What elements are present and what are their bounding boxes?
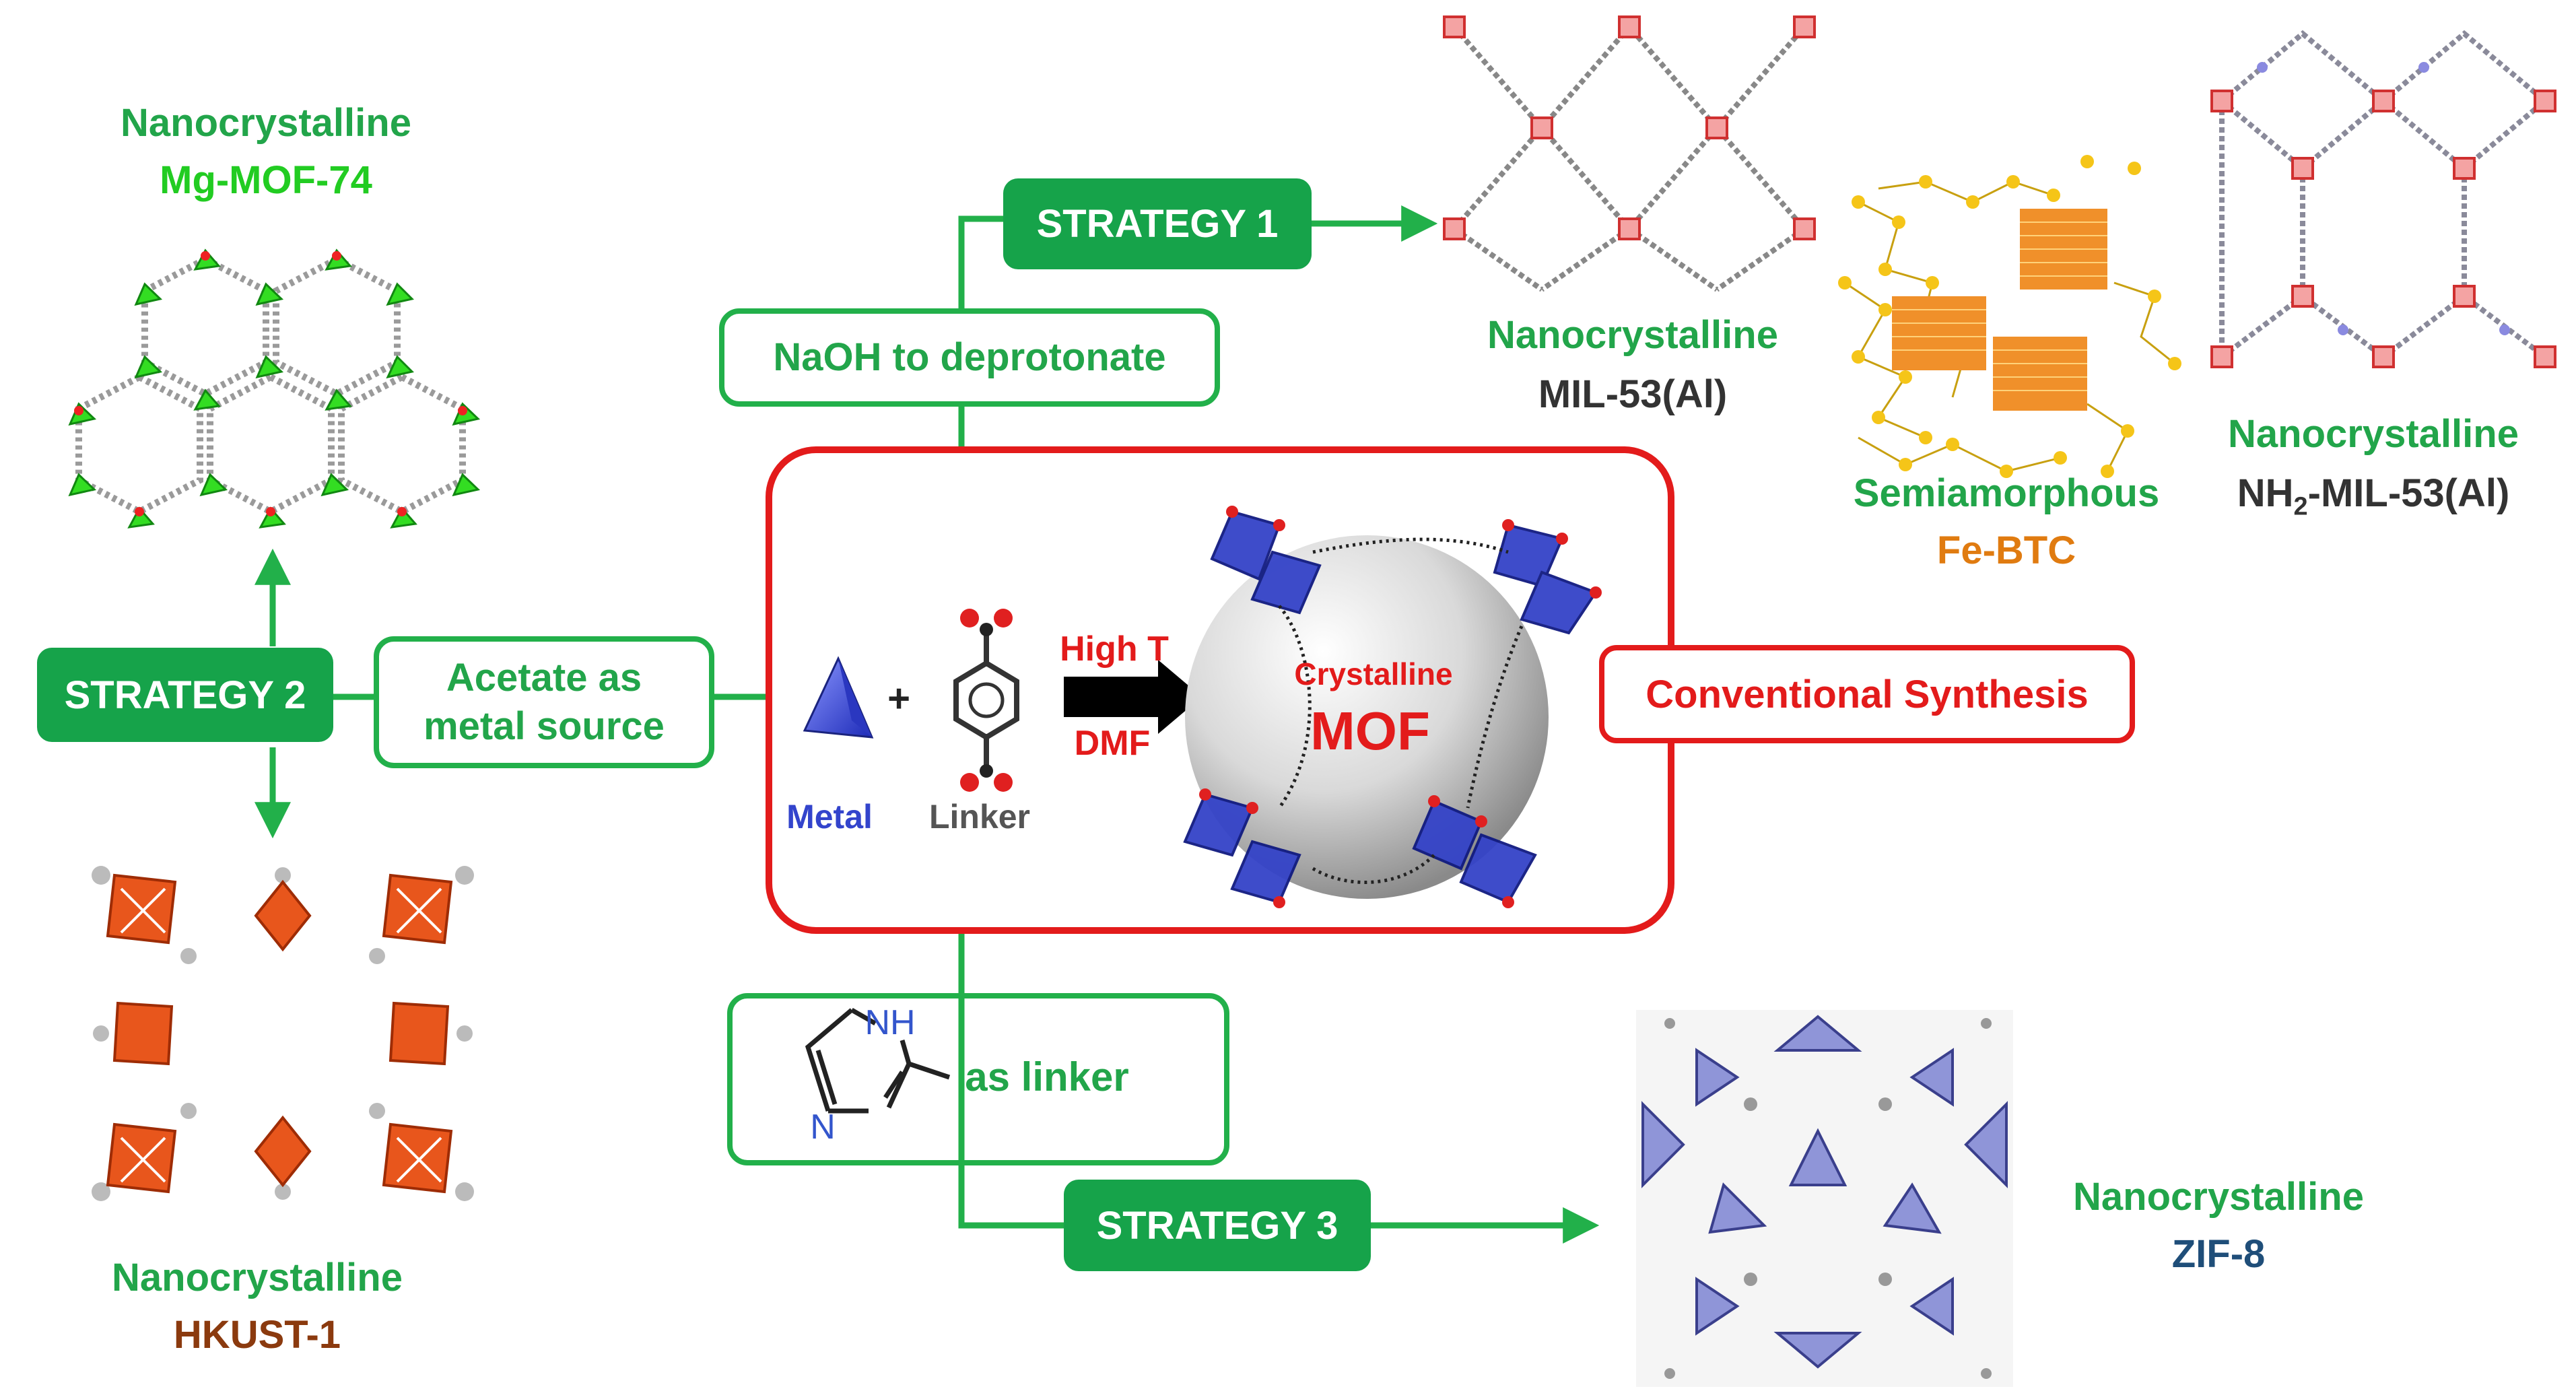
nh2-mil-53-structure — [2210, 30, 2556, 368]
mil-53-structure — [1443, 15, 1816, 292]
conventional-synthesis-text: Conventional Synthesis — [1646, 672, 2089, 716]
hkust-1-structure — [79, 854, 483, 1211]
hkust-qualifier: Nanocrystalline — [112, 1256, 403, 1299]
imidazole-condition-box — [727, 993, 1229, 1165]
dmf-label: DMF — [1074, 724, 1151, 763]
linker-suffix-text: as linker — [965, 1054, 1129, 1099]
hkust-name: HKUST-1 — [173, 1313, 341, 1357]
acetate-line-1: Acetate as — [446, 655, 642, 700]
nh2mil-qualifier: Nanocrystalline — [2228, 412, 2519, 456]
strategy-1-pill: STRATEGY 1 — [1003, 178, 1312, 269]
terephthalic-acid-icon — [953, 609, 1019, 792]
naoh-condition-box: NaOH to deprotonate — [719, 308, 1220, 407]
mgmof-qualifier: Nanocrystalline — [121, 101, 411, 145]
febtc-qualifier: Semiamorphous — [1853, 471, 2160, 515]
plus-sign: + — [887, 677, 910, 720]
mof-label: MOF — [1310, 701, 1430, 761]
metal-tetrahedron-icon — [803, 656, 874, 739]
acetate-line-2: metal source — [423, 704, 665, 748]
conventional-synthesis-box: Conventional Synthesis — [1599, 645, 2135, 743]
strategy-3-pill: STRATEGY 3 — [1064, 1180, 1371, 1271]
mof-sphere-icon — [1183, 506, 1602, 908]
acetate-condition-box: Acetate as metal source — [374, 636, 714, 768]
zif-8-structure — [1636, 1010, 2013, 1387]
mil53-name: MIL-53(Al) — [1538, 372, 1728, 416]
nh2mil-name-prefix: NH — [2237, 471, 2294, 515]
high-t-label: High T — [1060, 630, 1169, 669]
metal-label: Metal — [786, 798, 873, 836]
imidazole-icon — [805, 1007, 951, 1114]
mil53-qualifier: Nanocrystalline — [1487, 313, 1778, 357]
nh2mil-name: NH2-MIL-53(Al) — [2237, 471, 2510, 522]
nh2mil-name-subscript: 2 — [2293, 492, 2308, 521]
linker-label: Linker — [928, 798, 1031, 836]
mg-mof-74-structure — [68, 248, 481, 529]
nh2mil-name-suffix: -MIL-53(Al) — [2307, 471, 2510, 515]
imidazole-nh-label: NH — [865, 1003, 916, 1042]
zif8-qualifier: Nanocrystalline — [2073, 1175, 2364, 1219]
mgmof-name: Mg-MOF-74 — [160, 158, 372, 202]
fe-btc-structure — [1838, 155, 2181, 478]
reaction-arrow-icon — [1064, 660, 1202, 734]
crystalline-label: Crystalline — [1294, 656, 1453, 691]
zif8-name: ZIF-8 — [2171, 1232, 2266, 1276]
febtc-name: Fe-BTC — [1936, 529, 2076, 572]
naoh-condition-text: NaOH to deprotonate — [773, 335, 1166, 379]
imidazole-n-label: N — [810, 1108, 836, 1147]
strategy-2-pill: STRATEGY 2 — [37, 648, 333, 742]
